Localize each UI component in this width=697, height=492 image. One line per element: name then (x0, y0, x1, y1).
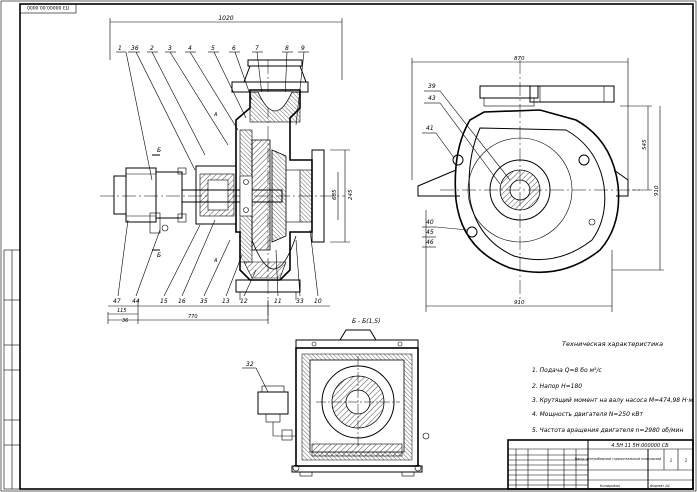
dim-side-flange-top: 870 (514, 56, 525, 62)
callout-32: 32 (246, 361, 254, 368)
mark-b-top: Б (157, 147, 161, 154)
dim-side-inner: 545 (642, 139, 648, 150)
mark-b-bottom: Б (157, 252, 161, 259)
section-view: Б - Б(1,5) 32 (242, 318, 430, 477)
title-code: 4.5Н 11 5Н.000000 СБ (611, 443, 669, 449)
title-name: Насос центробежный горизонтальный консол… (575, 457, 661, 461)
title-sheets: 1 (685, 458, 688, 463)
front-view: 1020 1 36 2 3 4 5 6 7 8 9 (100, 15, 354, 324)
callout-11: 11 (274, 298, 282, 305)
callout-4: 4 (188, 45, 192, 52)
callout-33: 33 (296, 298, 304, 305)
callout-13: 13 (222, 298, 230, 305)
dim-bottom-left: 115 (117, 308, 127, 314)
callout-12: 12 (240, 298, 248, 305)
callout-44: 44 (132, 298, 140, 305)
title-copied: Копировал (600, 484, 621, 488)
mark-36: 36 (122, 318, 128, 324)
callout-45: 45 (426, 229, 434, 236)
callout-5: 5 (211, 45, 215, 52)
callout-36: 36 (131, 45, 139, 52)
side-view: 870 545 910 910 (411, 56, 664, 312)
title-block: 4.5Н 11 5Н.000000 СБ Насос центробежный … (507, 439, 694, 490)
top-stamp-text: ПЗ 00000.00.0000 (27, 4, 69, 10)
mark-a-bottom: А (213, 258, 218, 264)
mark-a-top: А (213, 112, 218, 118)
callout-6: 6 (232, 45, 236, 52)
section-label: Б - Б(1,5) (352, 318, 380, 325)
callout-9: 9 (301, 45, 305, 52)
dim-front-height: 685 (332, 189, 338, 200)
callout-8: 8 (285, 45, 289, 52)
tech-line-2: 2. Напор Н=180 (532, 383, 582, 390)
callout-35: 35 (200, 298, 208, 305)
title-format: Формат А1 (650, 484, 670, 488)
callout-7: 7 (255, 45, 259, 52)
tech-line-3: 3. Крутящий момент на валу насоса М=474,… (532, 397, 693, 404)
callouts-top: 1 36 2 3 4 5 6 7 8 9 (116, 45, 309, 181)
callout-39: 39 (428, 83, 436, 90)
callout-40: 40 (426, 219, 434, 226)
callout-16: 16 (178, 298, 186, 305)
tech-line-1: 1. Подача Q=8 бо м³/с (532, 367, 602, 374)
tech-line-4: 4. Мощность двигателя N=250 кВт (532, 411, 644, 418)
dim-front-flange: 245 (348, 189, 354, 200)
tech-title: Техническая характеристика (562, 340, 663, 348)
dim-top-overall: 1020 (218, 15, 233, 22)
dim-bottom-total: 770 (188, 314, 198, 320)
callouts-bottom: 47 44 15 16 35 13 12 11 33 10 (108, 219, 330, 307)
callout-46: 46 (426, 239, 434, 246)
callout-41: 41 (426, 125, 434, 132)
callout-10: 10 (314, 298, 322, 305)
callout-47: 47 (113, 298, 121, 305)
callout-1: 1 (118, 45, 122, 52)
callout-2: 2 (150, 45, 154, 52)
title-sheet: 1 (670, 458, 673, 463)
top-stamp: ПЗ 00000.00.0000 (19, 3, 77, 14)
callout-3: 3 (168, 45, 172, 52)
tech-line-5: 5. Частота вращения двигателя n=2980 об/… (532, 427, 683, 434)
dim-side-height: 910 (654, 185, 660, 196)
dim-side-bottom: 910 (514, 300, 525, 306)
tech-spec: Техническая характеристика 1. Подача Q=8… (532, 340, 693, 434)
callout-43: 43 (428, 95, 436, 102)
callout-15: 15 (160, 298, 168, 305)
